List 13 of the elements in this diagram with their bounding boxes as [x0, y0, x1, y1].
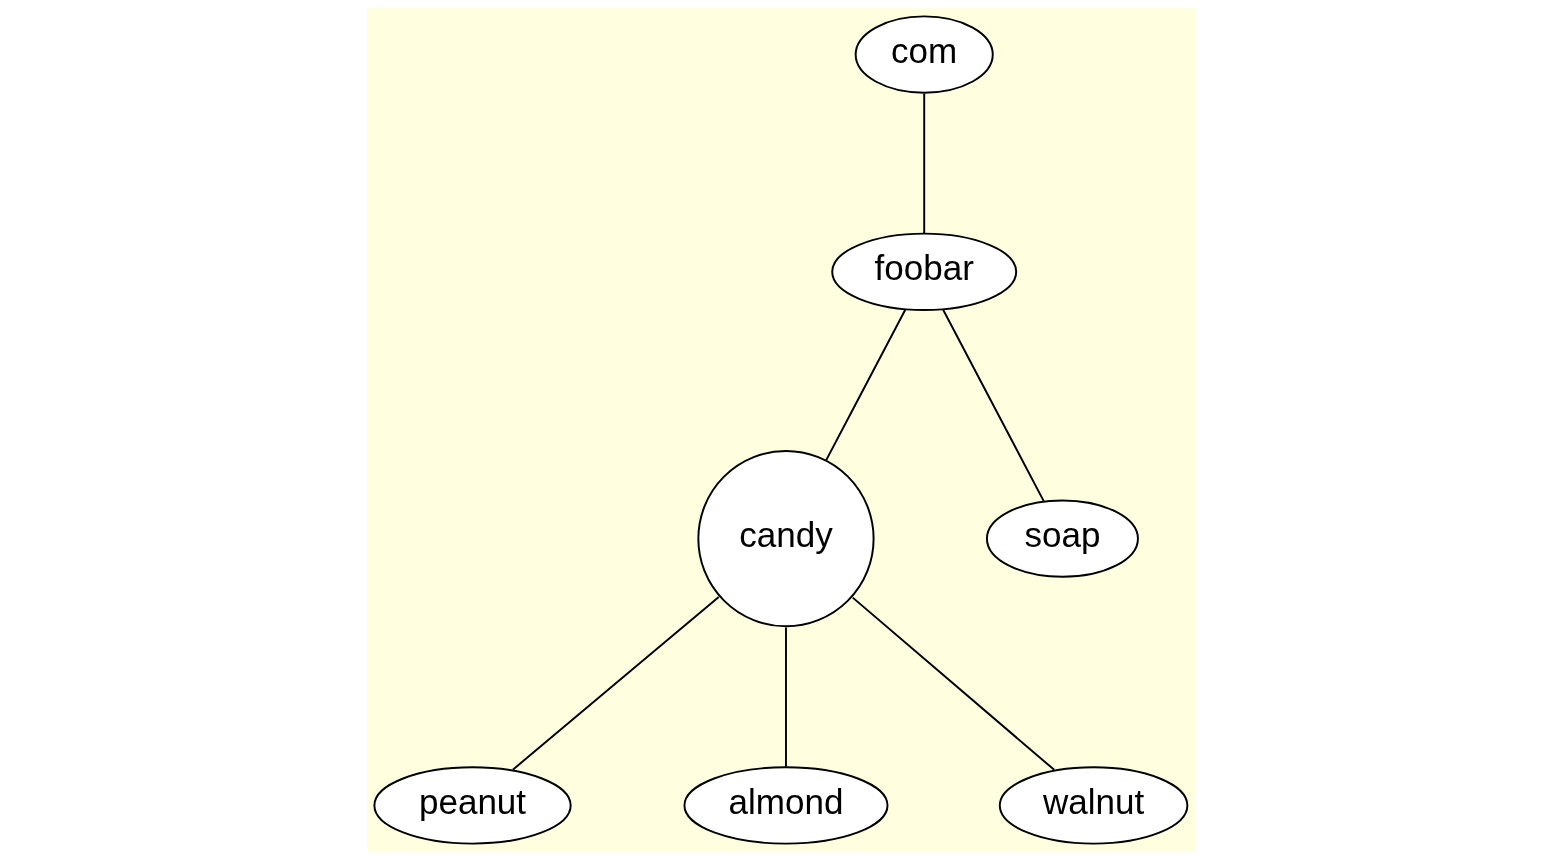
node-ellipse: soap — [985, 499, 1139, 578]
node-ellipse: foobar — [830, 232, 1017, 311]
node-ellipse: walnut — [998, 766, 1188, 845]
connector — [851, 596, 1055, 771]
connector — [511, 596, 720, 771]
connector — [824, 308, 906, 462]
node-ellipse: peanut — [372, 766, 572, 845]
connector — [784, 626, 787, 768]
node-ellipse: com — [854, 15, 994, 94]
node-circle: candy — [696, 450, 875, 628]
node-ellipse: almond — [682, 766, 888, 845]
connector — [922, 92, 925, 235]
connector — [941, 308, 1045, 503]
